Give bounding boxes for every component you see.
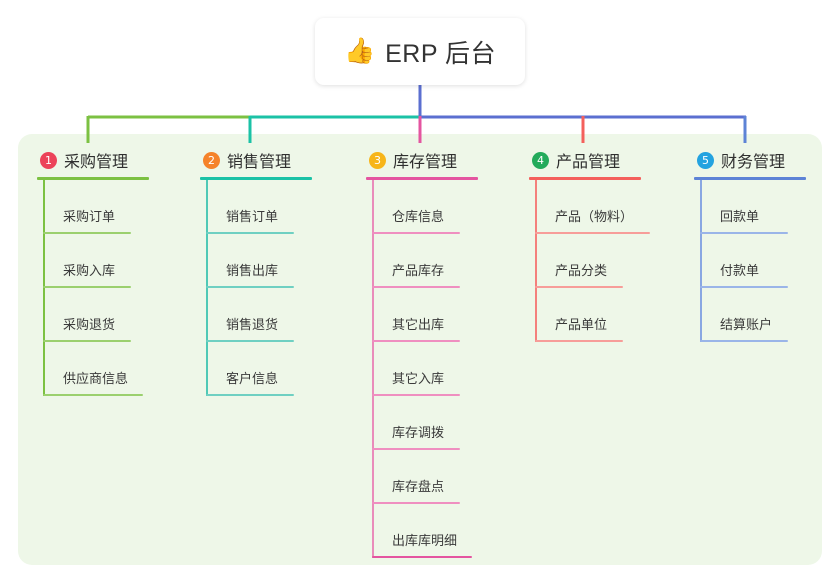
leaf-rule	[700, 286, 788, 288]
leaf-rule	[535, 286, 623, 288]
branch-badge-4: 4	[532, 151, 549, 169]
leaf-rule	[206, 340, 294, 342]
branch-badge-2: 2	[203, 151, 220, 169]
leaf-label: 结算账户	[720, 317, 773, 332]
leaf-rule	[206, 286, 294, 288]
branch-column-4: 4 产品管理 产品（物料） 产品分类 产品单位	[529, 148, 689, 342]
leaf-item[interactable]: 销售退货	[200, 288, 350, 342]
leaf-label: 采购订单	[63, 209, 116, 224]
branch-spine-5	[700, 180, 702, 342]
leaf-rule	[372, 232, 460, 234]
leaf-rule	[206, 394, 294, 396]
leaf-rule	[372, 448, 460, 450]
leaf-item[interactable]: 付款单	[694, 234, 839, 288]
leaf-item[interactable]: 供应商信息	[37, 342, 187, 396]
branch-header-2[interactable]: 2 销售管理	[200, 148, 350, 172]
thumbs-up-icon: 👍	[343, 37, 376, 65]
leaf-rule	[206, 232, 294, 234]
leaf-label: 付款单	[720, 263, 760, 278]
leaf-label: 库存调拨	[392, 425, 445, 440]
leaf-item[interactable]: 其它出库	[366, 288, 516, 342]
branch-title-4: 产品管理	[556, 154, 621, 171]
leaf-label: 产品（物料）	[555, 209, 634, 224]
leaf-label: 采购退货	[63, 317, 116, 332]
branch-column-2: 2 销售管理 销售订单 销售出库 销售退货 客户信息	[200, 148, 350, 396]
branch-badge-1: 1	[40, 151, 57, 169]
leaf-item[interactable]: 结算账户	[694, 288, 839, 342]
leaf-item[interactable]: 销售订单	[200, 180, 350, 234]
leaf-rule	[535, 232, 650, 234]
branch-title-1: 采购管理	[64, 154, 129, 171]
diagram-background-panel	[18, 134, 822, 565]
leaf-item[interactable]: 产品分类	[529, 234, 689, 288]
leaf-rule	[535, 340, 623, 342]
branch-rule-4	[529, 177, 641, 180]
leaf-label: 采购入库	[63, 263, 116, 278]
branch-column-1: 1 采购管理 采购订单 采购入库 采购退货 供应商信息	[37, 148, 187, 396]
branch-badge-3: 3	[369, 151, 386, 169]
branch-title-3: 库存管理	[393, 154, 458, 171]
leaf-rule	[372, 556, 472, 558]
leaf-item[interactable]: 库存盘点	[366, 450, 516, 504]
branch-badge-5: 5	[697, 151, 714, 169]
branch-rule-3	[366, 177, 478, 180]
branch-column-3: 3 库存管理 仓库信息 产品库存 其它出库 其它入库 库存调拨	[366, 148, 516, 558]
leaf-label: 销售订单	[226, 209, 279, 224]
branch-header-4[interactable]: 4 产品管理	[529, 148, 689, 172]
leaf-item[interactable]: 采购退货	[37, 288, 187, 342]
leaf-label: 其它出库	[392, 317, 445, 332]
branch-title-5: 财务管理	[721, 154, 786, 171]
leaf-label: 销售退货	[226, 317, 279, 332]
branch-rule-1	[37, 177, 149, 180]
leaf-item[interactable]: 回款单	[694, 180, 839, 234]
leaf-label: 回款单	[720, 209, 760, 224]
branch-spine-2	[206, 180, 208, 396]
branch-spine-4	[535, 180, 537, 342]
leaf-label: 产品库存	[392, 263, 445, 278]
branch-column-5: 5 财务管理 回款单 付款单 结算账户	[694, 148, 839, 342]
leaf-label: 产品分类	[555, 263, 608, 278]
leaf-label: 销售出库	[226, 263, 279, 278]
branch-header-1[interactable]: 1 采购管理	[37, 148, 187, 172]
leaf-rule	[43, 286, 131, 288]
leaf-item[interactable]: 采购入库	[37, 234, 187, 288]
leaf-label: 出库库明细	[392, 533, 458, 548]
leaf-rule	[372, 286, 460, 288]
leaf-label: 供应商信息	[63, 371, 129, 386]
leaf-label: 仓库信息	[392, 209, 445, 224]
leaf-rule	[43, 394, 143, 396]
branch-title-2: 销售管理	[227, 154, 292, 171]
leaf-rule	[372, 340, 460, 342]
leaf-label: 产品单位	[555, 317, 608, 332]
leaf-rule	[700, 232, 788, 234]
leaf-item[interactable]: 出库库明细	[366, 504, 516, 558]
leaf-rule	[43, 340, 131, 342]
leaf-item[interactable]: 产品（物料）	[529, 180, 689, 234]
leaf-label: 其它入库	[392, 371, 445, 386]
branch-rule-5	[694, 177, 806, 180]
branch-rule-2	[200, 177, 312, 180]
leaf-item[interactable]: 产品单位	[529, 288, 689, 342]
root-title: ERP 后台	[385, 39, 497, 68]
branch-header-3[interactable]: 3 库存管理	[366, 148, 516, 172]
leaf-item[interactable]: 仓库信息	[366, 180, 516, 234]
branch-header-5[interactable]: 5 财务管理	[694, 148, 839, 172]
leaf-rule	[372, 394, 460, 396]
leaf-rule	[700, 340, 788, 342]
leaf-item[interactable]: 其它入库	[366, 342, 516, 396]
leaf-rule	[372, 502, 460, 504]
branch-spine-3	[372, 180, 374, 558]
leaf-item[interactable]: 销售出库	[200, 234, 350, 288]
leaf-label: 客户信息	[226, 371, 279, 386]
leaf-item[interactable]: 采购订单	[37, 180, 187, 234]
leaf-item[interactable]: 产品库存	[366, 234, 516, 288]
leaf-item[interactable]: 库存调拨	[366, 396, 516, 450]
leaf-label: 库存盘点	[392, 479, 445, 494]
root-node[interactable]: 👍 ERP 后台	[315, 18, 525, 85]
branch-spine-1	[43, 180, 45, 396]
leaf-item[interactable]: 客户信息	[200, 342, 350, 396]
leaf-rule	[43, 232, 131, 234]
